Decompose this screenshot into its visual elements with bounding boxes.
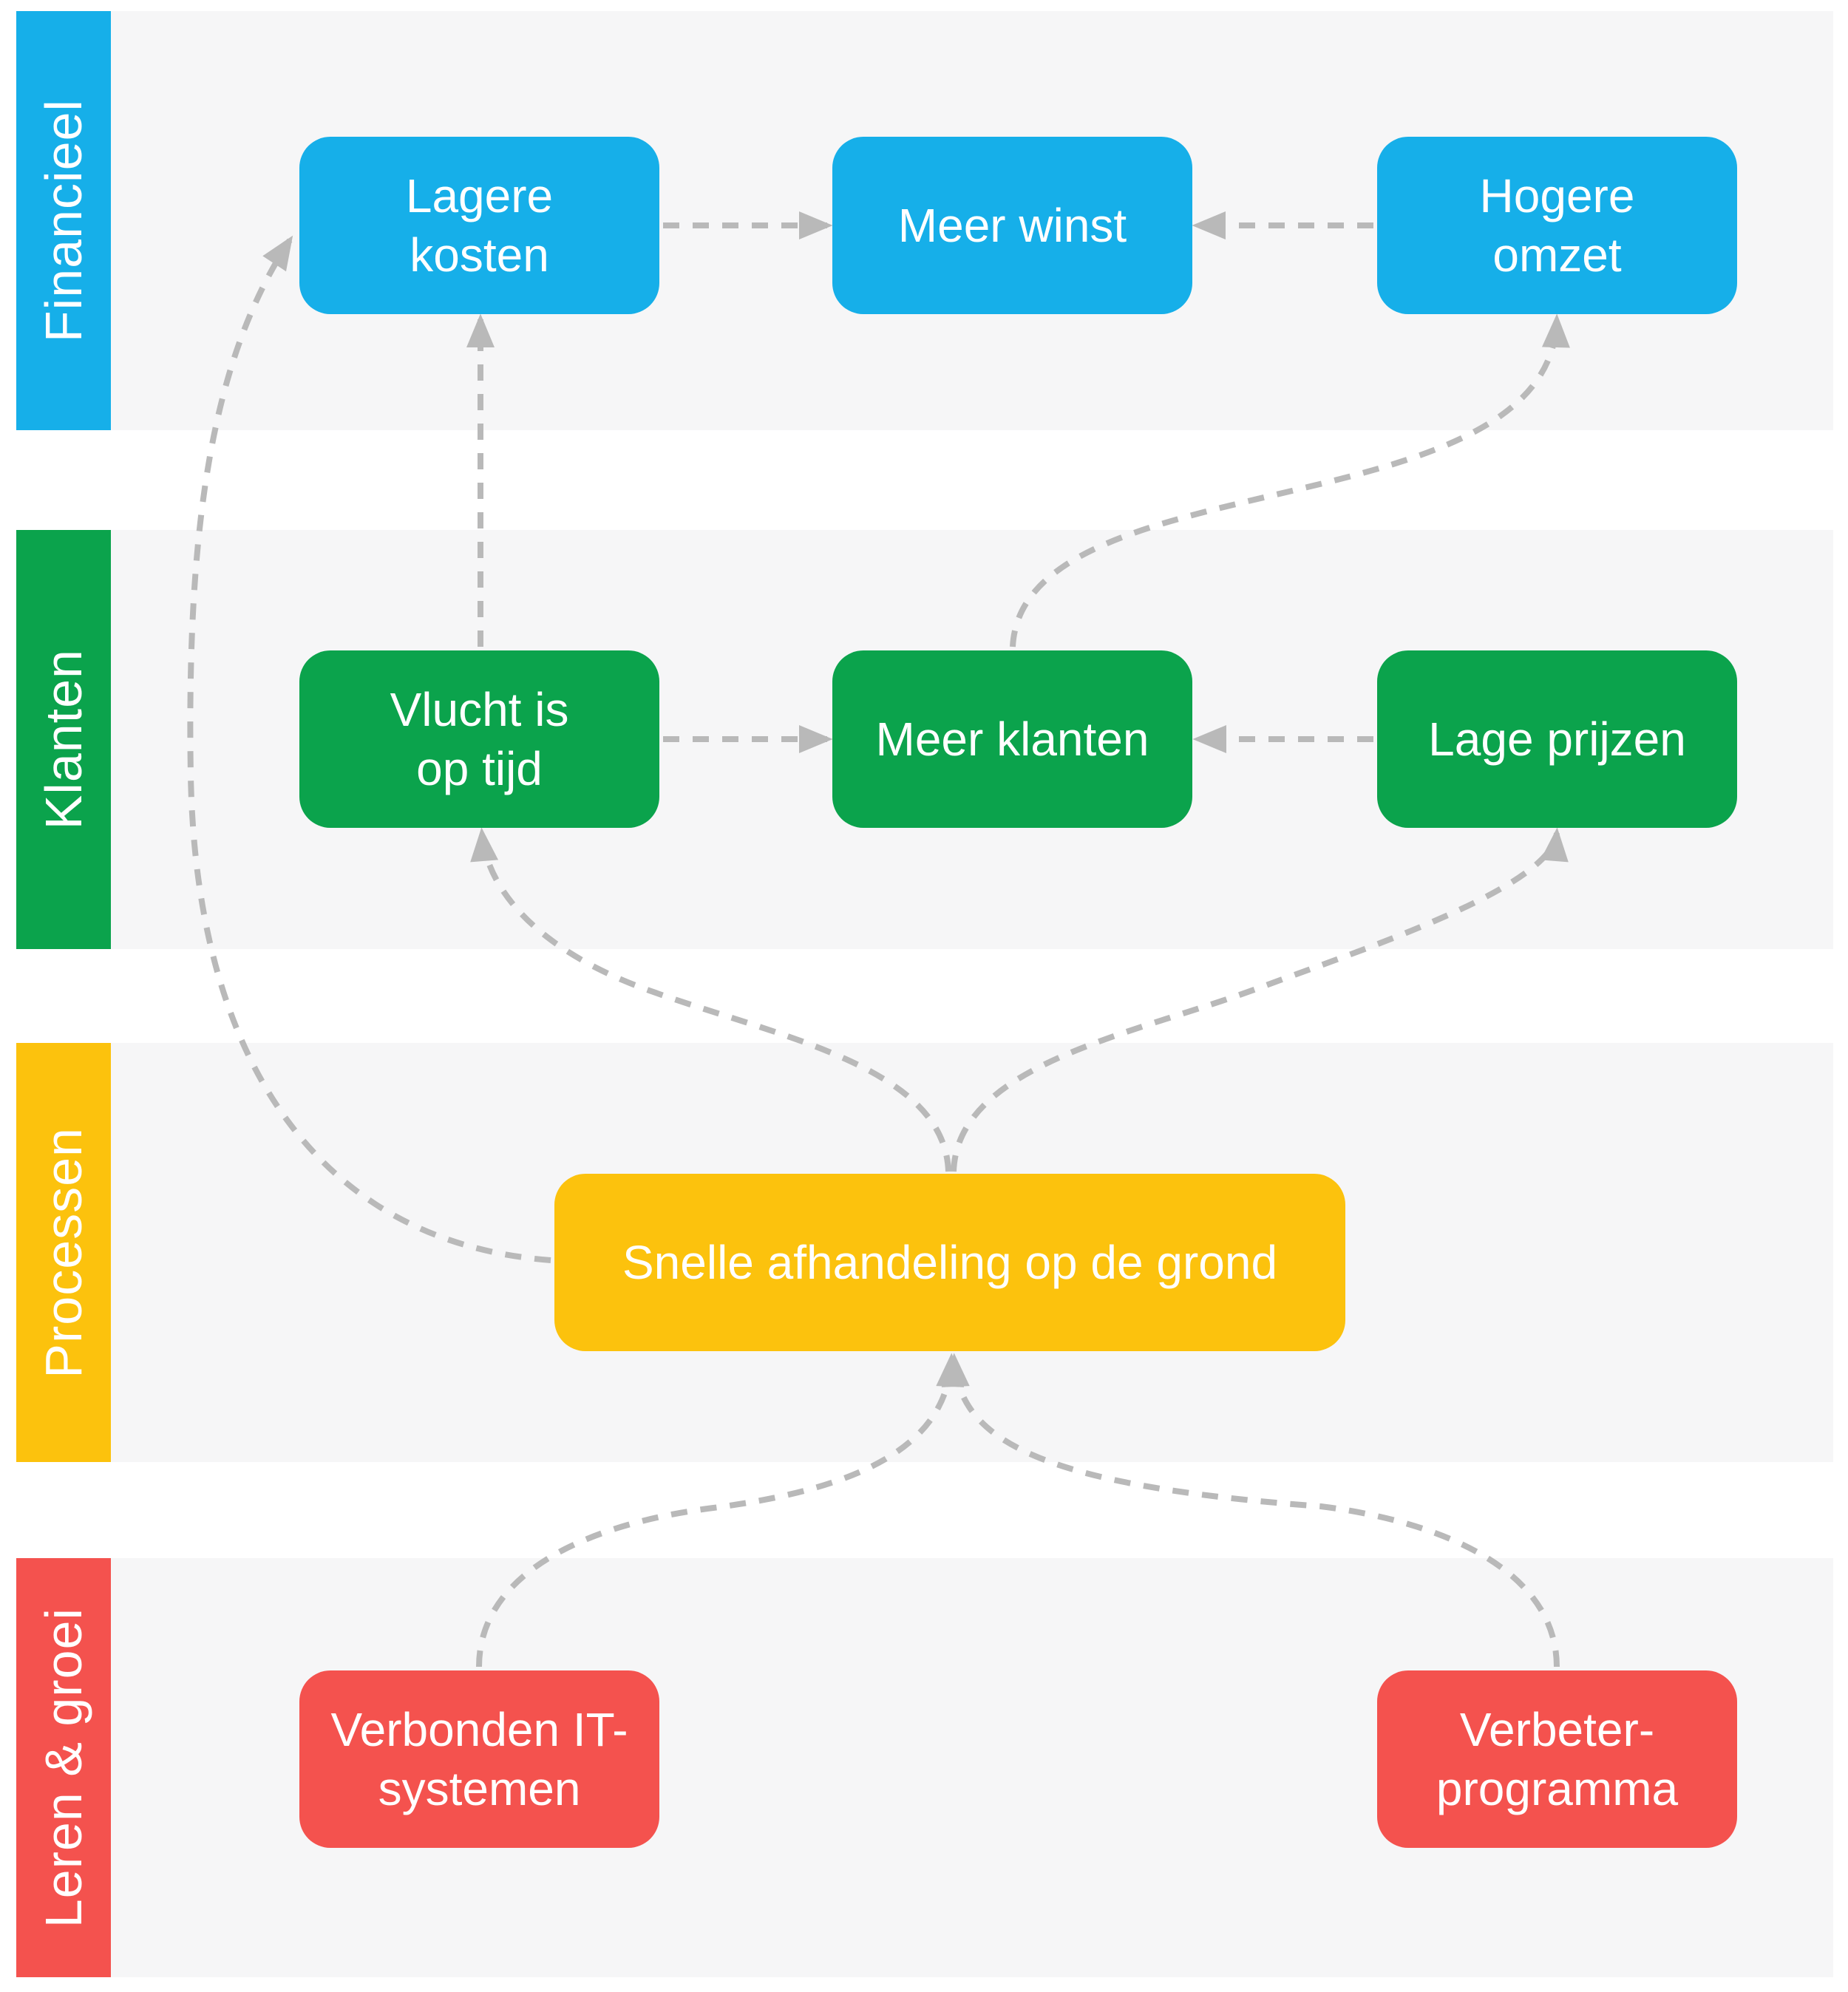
node-label-snelle-afhandeling: Snelle afhandeling op de grond bbox=[622, 1236, 1278, 1289]
node-hogere-omzet: Hogere omzet bbox=[1377, 137, 1737, 314]
node-label-vlucht-is-op-tijd: Vlucht is op tijd bbox=[390, 683, 569, 795]
node-label-lagere-kosten: Lagere kosten bbox=[405, 169, 554, 282]
node-label-verbonden-it-systemen: Verbonden IT- systemen bbox=[330, 1703, 628, 1815]
band-label-klanten: Klanten bbox=[35, 649, 92, 830]
node-lage-prijzen: Lage prijzen bbox=[1377, 650, 1737, 828]
band-label-financieel: Financieel bbox=[35, 98, 92, 343]
node-meer-klanten: Meer klanten bbox=[832, 650, 1192, 828]
perspective-band-klanten: Klanten bbox=[16, 530, 111, 949]
perspective-band-financieel: Financieel bbox=[16, 11, 111, 430]
node-snelle-afhandeling: Snelle afhandeling op de grond bbox=[554, 1174, 1345, 1351]
node-verbonden-it-systemen: Verbonden IT- systemen bbox=[299, 1670, 659, 1848]
perspective-band-leren-groei: Leren & groei bbox=[16, 1558, 111, 1977]
node-label-meer-winst: Meer winst bbox=[897, 199, 1127, 252]
node-meer-winst: Meer winst bbox=[832, 137, 1192, 314]
node-vlucht-is-op-tijd: Vlucht is op tijd bbox=[299, 650, 659, 828]
node-label-lage-prijzen: Lage prijzen bbox=[1428, 713, 1686, 766]
node-label-hogere-omzet: Hogere omzet bbox=[1479, 169, 1635, 282]
band-label-processen: Processen bbox=[35, 1126, 92, 1379]
node-label-verbeter-programma: Verbeter- programma bbox=[1436, 1703, 1679, 1815]
node-label-meer-klanten: Meer klanten bbox=[875, 713, 1149, 766]
node-verbeter-programma: Verbeter- programma bbox=[1377, 1670, 1737, 1848]
perspective-band-processen: Processen bbox=[16, 1043, 111, 1462]
band-label-leren-groei: Leren & groei bbox=[35, 1607, 92, 1928]
node-lagere-kosten: Lagere kosten bbox=[299, 137, 659, 314]
